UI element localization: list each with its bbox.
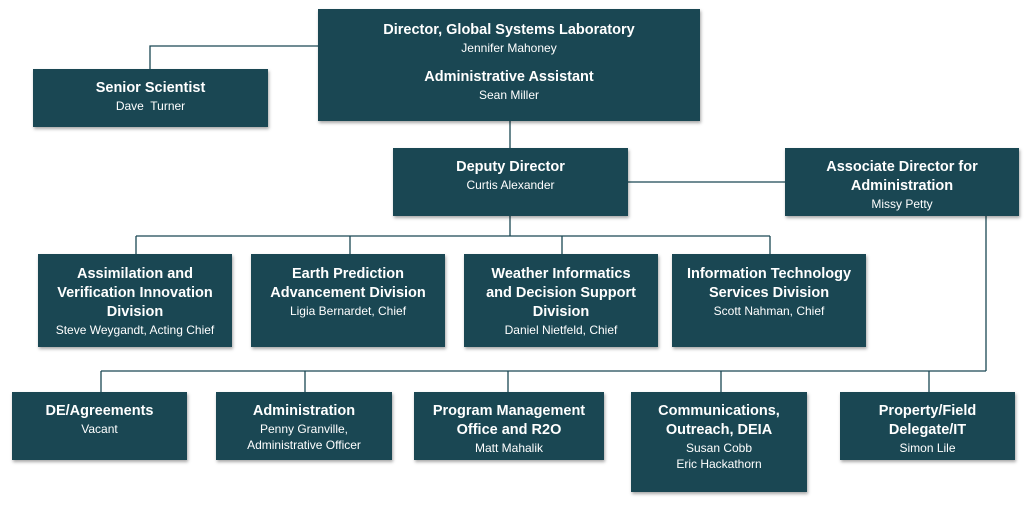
admin-unit-box-communications: Communications, Outreach, DEIA Susan Cob… (631, 392, 807, 492)
division-title-line: Verification Innovation (57, 285, 213, 301)
admin-unit-title-line: Communications, (658, 403, 780, 419)
admin-unit-box-property-field: Property/Field Delegate/IT Simon Lile (840, 392, 1015, 460)
deputy-director-title: Deputy Director (456, 159, 565, 175)
assistant-name: Sean Miller (478, 88, 540, 102)
senior-scientist-title: Senior Scientist (95, 80, 206, 96)
admin-unit-box-de-agreements: DE/Agreements Vacant (12, 392, 187, 460)
division-title-line: Information Technology (686, 266, 852, 282)
director-title: Director, Global Systems Laboratory (383, 22, 635, 38)
division-title-line: Earth Prediction (292, 266, 404, 282)
admin-unit-box-program-management: Program Management Office and R2O Matt M… (414, 392, 604, 460)
senior-scientist-name: Dave Turner (115, 99, 186, 113)
division-box-itsd: Information Technology Services Division… (672, 254, 866, 347)
division-chief-name: Daniel Nietfeld, Chief (504, 323, 618, 337)
division-chief-name: Steve Weygandt, Acting Chief (55, 323, 215, 337)
admin-unit-name: Simon Lile (899, 441, 956, 455)
connector-director-senior (149, 45, 318, 69)
admin-unit-title-line: Outreach, DEIA (665, 422, 773, 438)
admin-unit-name: Eric Hackathorn (676, 457, 762, 471)
division-title-line: Division (106, 304, 164, 320)
admin-unit-box-administration: Administration Penny Granville, Administ… (216, 392, 392, 460)
deputy-director-box: Deputy Director Curtis Alexander (393, 148, 628, 216)
admin-unit-name: Administrative Officer (247, 438, 361, 452)
division-title-line: Weather Informatics (491, 266, 631, 282)
admin-unit-name: Matt Mahalik (474, 441, 544, 455)
admin-unit-title-line: DE/Agreements (45, 403, 154, 419)
connector-associate-admin (100, 216, 987, 392)
admin-unit-title-line: Delegate/IT (888, 422, 967, 438)
admin-unit-title-line: Program Management (432, 403, 586, 419)
division-box-epad: Earth Prediction Advancement Division Li… (251, 254, 445, 347)
director-name: Jennifer Mahoney (461, 41, 557, 55)
deputy-director-name: Curtis Alexander (466, 178, 555, 192)
division-title-line: Assimilation and (76, 266, 194, 282)
admin-unit-title-line: Administration (252, 403, 356, 419)
senior-scientist-box: Senior Scientist Dave Turner (33, 69, 268, 127)
admin-unit-title-line: Property/Field (878, 403, 977, 419)
division-chief-name: Ligia Bernardet, Chief (289, 304, 407, 318)
admin-unit-name: Vacant (81, 422, 118, 436)
division-title-line: and Decision Support (486, 285, 636, 301)
associate-director-title-line1: Associate Director for (826, 159, 978, 175)
division-box-widsd: Weather Informatics and Decision Support… (464, 254, 658, 347)
division-box-avid: Assimilation and Verification Innovation… (38, 254, 232, 347)
admin-unit-name: Susan Cobb (685, 441, 753, 455)
division-title-line: Advancement Division (270, 285, 426, 301)
associate-director-name: Missy Petty (871, 197, 933, 211)
connector-deputy-divisions (135, 216, 771, 254)
associate-director-box: Associate Director for Administration Mi… (785, 148, 1019, 216)
division-chief-name: Scott Nahman, Chief (713, 304, 825, 318)
admin-unit-title-line: Office and R2O (456, 422, 562, 438)
admin-unit-name: Penny Granville, (259, 422, 349, 436)
assistant-title: Administrative Assistant (424, 69, 594, 85)
division-title-line: Services Division (708, 285, 830, 301)
associate-director-title-line2: Administration (850, 178, 954, 194)
director-box: Director, Global Systems Laboratory Jenn… (318, 9, 700, 121)
division-title-line: Division (532, 304, 590, 320)
